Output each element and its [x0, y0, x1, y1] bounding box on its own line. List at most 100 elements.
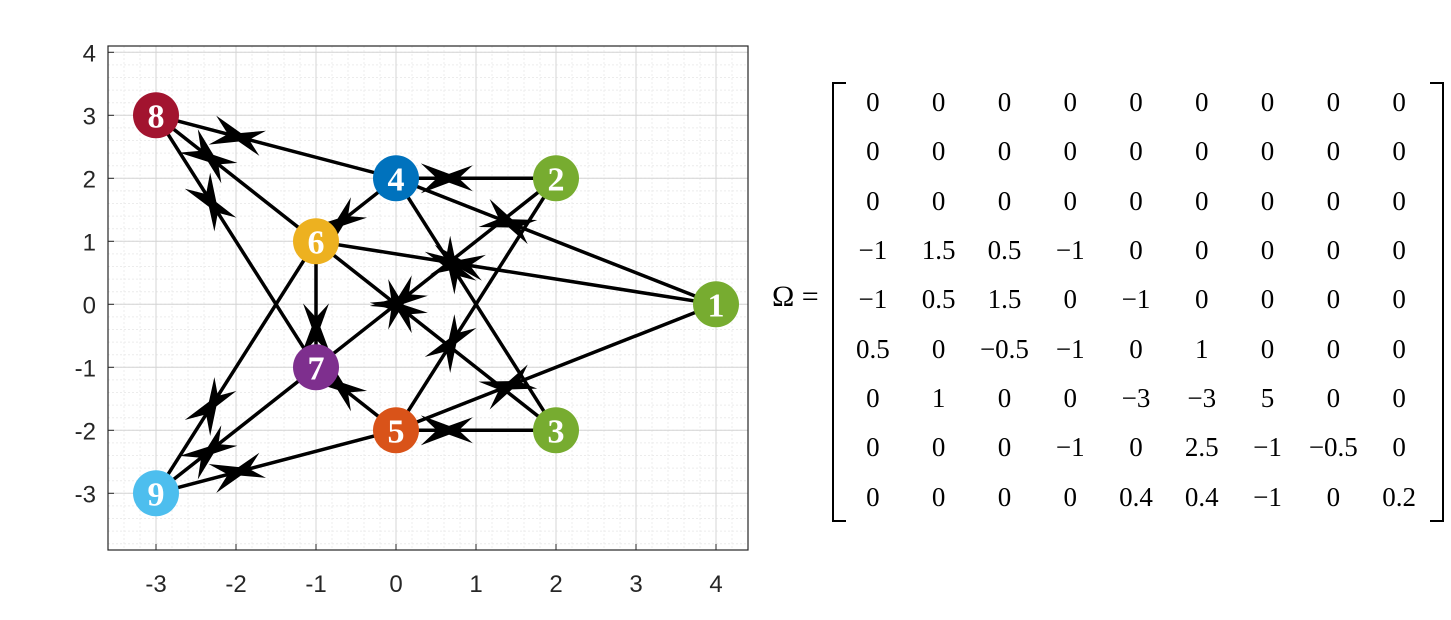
- node-label: 8: [148, 98, 165, 135]
- edge-2-to-4: [396, 163, 556, 194]
- matrix-cell-r6-c2: 0: [931, 333, 946, 364]
- edge-7-to-9: [154, 365, 318, 495]
- matrix-cell-r7-c7: 5: [1260, 383, 1275, 414]
- matrix-cell-r1-c2: 0: [931, 87, 946, 118]
- edge-arrowhead-shape: [206, 377, 237, 415]
- x-tick-label: 1: [469, 571, 482, 598]
- matrix-cell-r1-c4: 0: [1063, 87, 1077, 118]
- node-8: 8: [133, 92, 179, 139]
- node-circle: [533, 155, 579, 202]
- matrix-cell-r6-c5: 0: [1129, 333, 1143, 364]
- edge-line: [315, 239, 717, 307]
- matrix-cell-r5-c4: 0: [1063, 284, 1077, 315]
- node-label: 9: [148, 476, 165, 513]
- edge-7-to-8: [154, 114, 318, 369]
- edge-arrowhead-shape: [391, 300, 428, 334]
- node-circle: [373, 407, 419, 454]
- matrix-cell-r1-c5: 0: [1129, 87, 1143, 118]
- matrix-cell-r5-c2: 0.5: [921, 284, 956, 315]
- matrix-cell-r9-c2: 0: [931, 481, 946, 512]
- edge-arrowhead-shape: [330, 197, 368, 230]
- node-label: 6: [308, 224, 325, 261]
- edge-arrowhead-shape: [498, 364, 538, 390]
- edge-1-to-4: [395, 176, 717, 306]
- edge-line: [395, 176, 717, 306]
- matrix-cell-r9-c8: 0: [1326, 481, 1341, 512]
- matrix-cell-r1-c9: 0: [1392, 87, 1406, 118]
- x-tick-label: -2: [225, 571, 246, 598]
- y-tick-label: 1: [83, 229, 96, 256]
- matrix-cell-r8-c5: 0: [1129, 432, 1143, 463]
- matrix-cell-r2-c6: 0: [1195, 136, 1209, 167]
- matrix-cell-r9-c1: 0: [866, 481, 880, 512]
- plot-grid: [107, 46, 749, 550]
- matrix-cell-r8-c7: −1: [1253, 432, 1282, 463]
- edge-6-to-8: [154, 113, 318, 243]
- edge-line: [155, 113, 397, 180]
- node-circle: [373, 155, 419, 202]
- matrix-cell-r2-c4: 0: [1063, 136, 1077, 167]
- edge-arrowhead-shape: [436, 165, 473, 192]
- matrix-cell-r8-c8: −0.5: [1308, 432, 1358, 463]
- y-tick-label: 0: [83, 292, 96, 319]
- matrix-cell-r5-c7: 0: [1260, 284, 1275, 315]
- matrix-cell-r8-c4: −1: [1055, 432, 1085, 463]
- edge-arrowhead-shape: [227, 130, 266, 156]
- edge-5-to-9: [155, 428, 397, 495]
- matrix-cell-r8-c6: 2.5: [1184, 432, 1219, 463]
- edge-arrowhead-shape: [446, 314, 477, 352]
- matrix-cell-r3-c2: 0: [931, 185, 946, 216]
- matrix-cell-r1-c1: 0: [866, 87, 880, 118]
- edge-line: [314, 239, 558, 432]
- edge-arrowhead-shape: [436, 417, 473, 444]
- edge-3-to-5: [396, 415, 556, 446]
- matrix-cell-r6-c7: 0: [1260, 333, 1275, 364]
- matrix-cell-r9-c4: 0: [1063, 481, 1077, 512]
- node-1: 1: [693, 281, 739, 328]
- x-tick-label: 3: [629, 571, 642, 598]
- y-tick-label: 3: [83, 103, 96, 130]
- omega-label: Ω =: [772, 280, 819, 313]
- node-circle: [693, 281, 739, 328]
- x-tick-label: 4: [709, 571, 722, 598]
- node-3: 3: [533, 407, 579, 454]
- matrix-cell-r3-c8: 0: [1326, 185, 1341, 216]
- matrix-cell-r5-c3: 1.5: [987, 284, 1022, 315]
- matrix-cell-r9-c9: 0.2: [1382, 481, 1416, 512]
- matrix-cell-r8-c1: 0: [866, 432, 880, 463]
- matrix-cell-r8-c2: 0: [931, 432, 946, 463]
- plot-axes-box: [107, 45, 749, 551]
- matrix-cell-r2-c5: 0: [1129, 136, 1143, 167]
- x-tick-label: 0: [389, 571, 402, 598]
- matrix-cell-r7-c6: −3: [1187, 383, 1217, 414]
- matrix-cell-r3-c6: 0: [1195, 185, 1209, 216]
- matrix-cell-r1-c3: 0: [997, 87, 1012, 118]
- matrix-cell-r6-c3: −0.5: [979, 333, 1029, 364]
- matrix-cell-r7-c8: 0: [1326, 383, 1341, 414]
- edge-arrowhead-shape: [201, 150, 238, 184]
- edge-line: [394, 177, 558, 432]
- matrix-cell-r3-c1: 0: [866, 185, 880, 216]
- matrix-cell-r4-c7: 0: [1260, 235, 1275, 266]
- matrix-cell-r3-c5: 0: [1129, 185, 1143, 216]
- matrix-cell-r2-c8: 0: [1326, 136, 1341, 167]
- node-circle: [293, 218, 339, 265]
- edge-1-to-6: [315, 239, 717, 307]
- matrix-cell-r7-c1: 0: [866, 383, 880, 414]
- node-7: 7: [293, 344, 339, 391]
- matrix-cell-r8-c9: 0: [1392, 432, 1406, 463]
- node-label: 2: [548, 161, 565, 198]
- matrix-cell-r9-c5: 0.4: [1119, 481, 1153, 512]
- x-tick-label: -3: [145, 571, 166, 598]
- edge-layer: [154, 113, 717, 495]
- y-tick-label: 2: [83, 166, 96, 193]
- y-tick-label: -1: [75, 355, 96, 382]
- edge-2-to-5: [394, 177, 558, 432]
- matrix-right-bracket: [1430, 82, 1444, 522]
- matrix-cell-r7-c4: 0: [1063, 383, 1077, 414]
- matrix-cell-r6-c8: 0: [1326, 333, 1341, 364]
- y-tick-label: -2: [75, 418, 96, 445]
- matrix-cell-r1-c8: 0: [1326, 87, 1341, 118]
